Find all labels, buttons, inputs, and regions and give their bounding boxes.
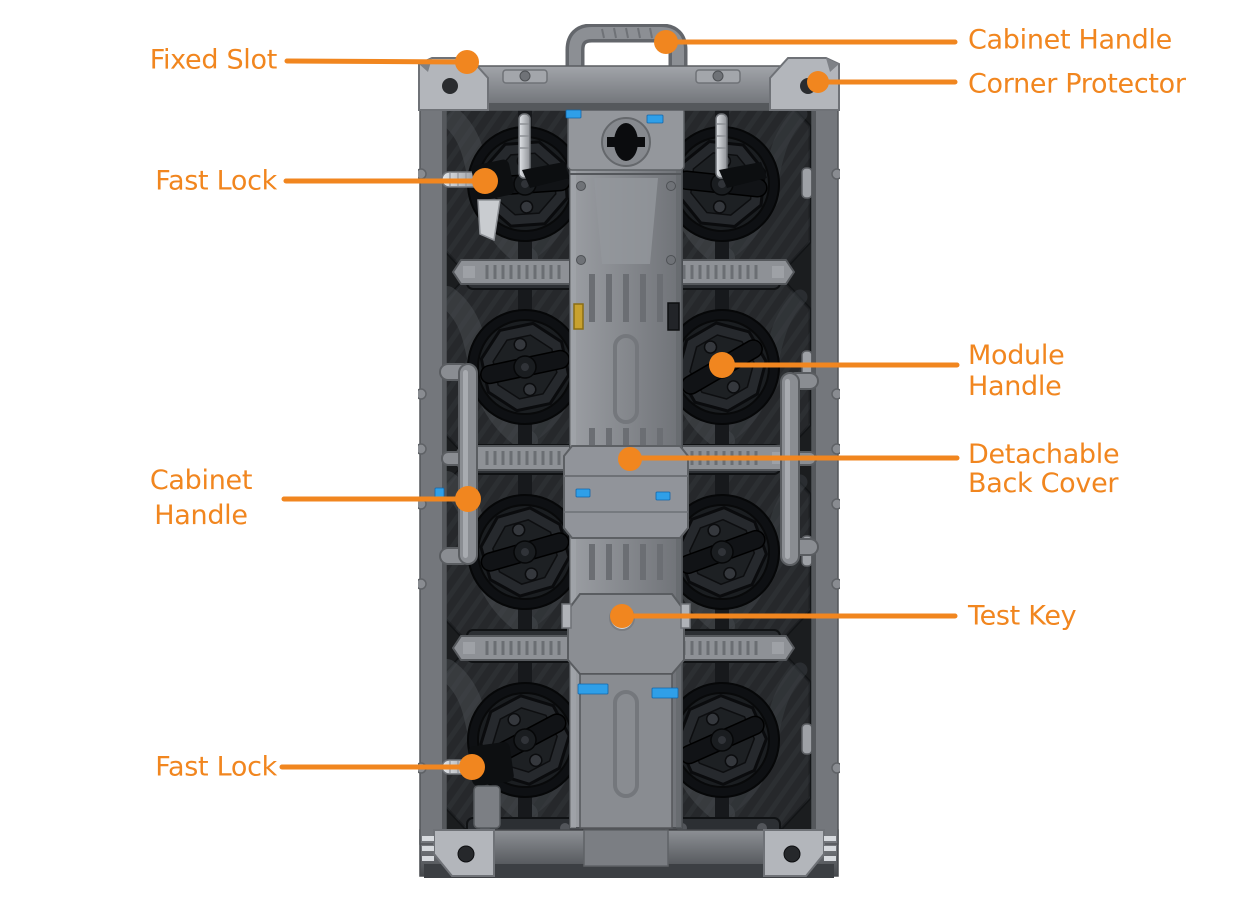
label-cabinet-handle-top: Cabinet Handle [968, 24, 1172, 56]
label-module-handle: Module Handle [968, 340, 1065, 402]
corner-protector-top-left [418, 57, 489, 111]
blue-stickers [434, 109, 679, 699]
corner-foot-bottom-left [422, 829, 495, 877]
label-test-key: Test Key [968, 600, 1077, 632]
latch-rods [518, 113, 767, 188]
label-fixed-slot: Fixed Slot [149, 44, 278, 76]
signal-connector [667, 302, 680, 331]
label-fast-lock-top: Fast Lock [155, 165, 277, 197]
led-cabinet-rear-illustration [418, 24, 840, 878]
power-connector [573, 303, 584, 330]
cabinet-side-handle-right [780, 372, 819, 566]
label-cabinet-handle-left: Cabinet Handle [149, 465, 253, 531]
corner-protector-top-right [769, 57, 840, 111]
label-fast-lock-bottom: Fast Lock [155, 751, 277, 783]
detachable-back-cover [561, 79, 691, 829]
test-key-button [609, 605, 635, 631]
corner-foot-bottom-right [763, 829, 836, 877]
label-detachable-back-cover: Detachable Back Cover [968, 439, 1120, 499]
label-corner-protector: Corner Protector [968, 68, 1186, 100]
